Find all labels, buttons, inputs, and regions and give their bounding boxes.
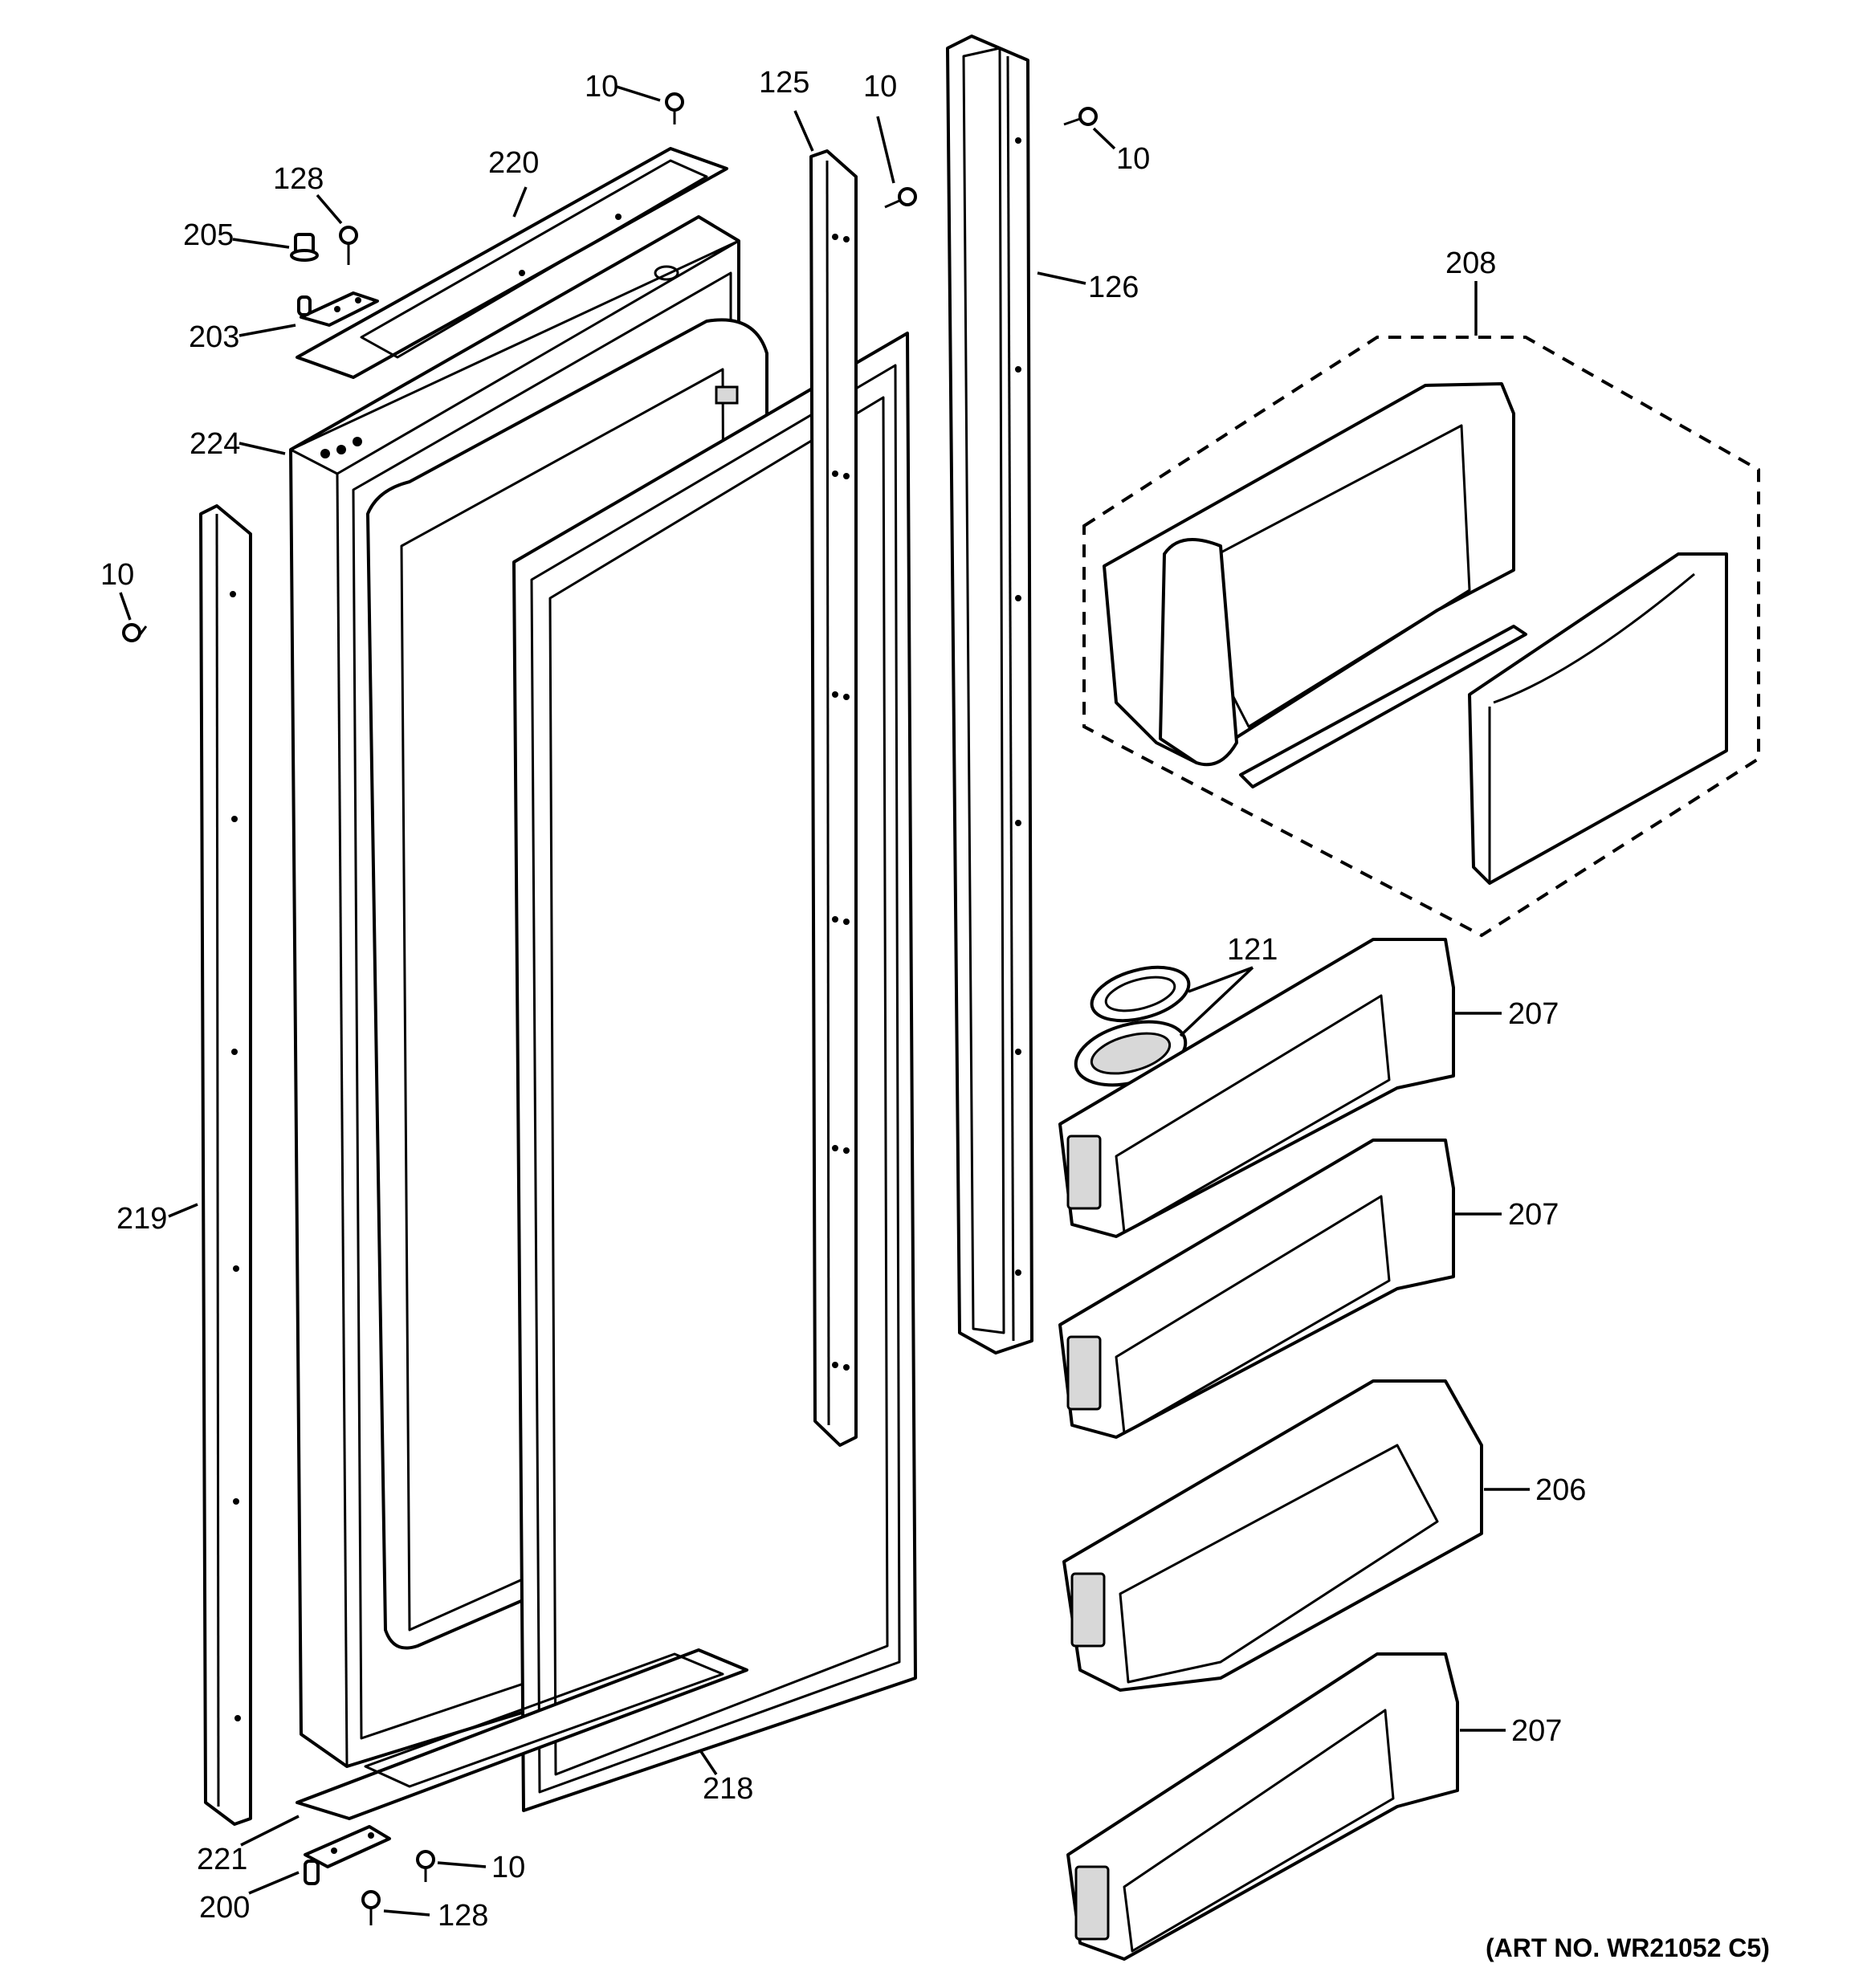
part-126-handle: [946, 35, 1033, 1355]
part-203-top-hinge: [297, 291, 379, 327]
callout-220: 220: [488, 146, 539, 180]
screw-left: [122, 623, 148, 642]
callout-10-bottom: 10: [491, 1851, 525, 1884]
callout-labels: 10 125 10 10 126 128 220 205 203 224 10 …: [100, 66, 1586, 1933]
part-221-bottom-cap: [296, 1648, 748, 1820]
part-121-inserts: [1074, 965, 1191, 1087]
callout-126: 126: [1088, 271, 1139, 304]
callout-206: 206: [1535, 1473, 1586, 1507]
callout-224: 224: [190, 427, 240, 461]
part-207-bin-3: [1066, 1652, 1459, 1961]
screw-right: [1063, 107, 1098, 126]
leader-lines: [119, 85, 1530, 1917]
art-number: (ART NO. WR21052 C5): [1486, 1933, 1770, 1962]
part-205-hinge-pin: [290, 233, 319, 262]
part-207-bin-2: [1058, 1139, 1455, 1439]
insert-upper: [1090, 965, 1191, 1023]
callout-205: 205: [183, 218, 234, 252]
part-208-dairy-assembly: [1082, 336, 1760, 938]
callout-208: 208: [1445, 246, 1496, 280]
callout-207-a: 207: [1508, 997, 1559, 1031]
callout-125: 125: [759, 66, 809, 100]
part-128-screw-bottom: [361, 1890, 381, 1925]
callout-219: 219: [116, 1202, 167, 1236]
callout-10-mid: 10: [863, 70, 897, 104]
callout-128-top: 128: [273, 162, 324, 196]
callout-221: 221: [197, 1843, 247, 1876]
callout-200: 200: [199, 1891, 250, 1925]
part-125-strip: [809, 149, 858, 1447]
part-219-trim-strip: [199, 504, 252, 1826]
part-200-bottom-hinge: [304, 1825, 391, 1885]
part-10-screws: [122, 92, 1098, 1882]
callout-207-b: 207: [1508, 1198, 1559, 1232]
callout-10-left: 10: [100, 558, 134, 592]
screw-mid: [884, 187, 917, 209]
callout-207-c: 207: [1511, 1714, 1562, 1748]
part-128-screw-top: [339, 226, 358, 265]
callout-218: 218: [703, 1772, 753, 1806]
callout-203: 203: [189, 320, 239, 354]
part-207-bin-1: [1058, 938, 1455, 1238]
screw-bottom: [416, 1850, 435, 1882]
part-220-top-cap: [296, 147, 728, 379]
callout-10-right: 10: [1116, 142, 1150, 176]
callout-10-top: 10: [585, 70, 618, 104]
part-206-bin-large: [1062, 1379, 1483, 1692]
callout-128-bottom: 128: [438, 1899, 488, 1933]
screw-top: [665, 92, 684, 124]
callout-121: 121: [1227, 933, 1278, 967]
